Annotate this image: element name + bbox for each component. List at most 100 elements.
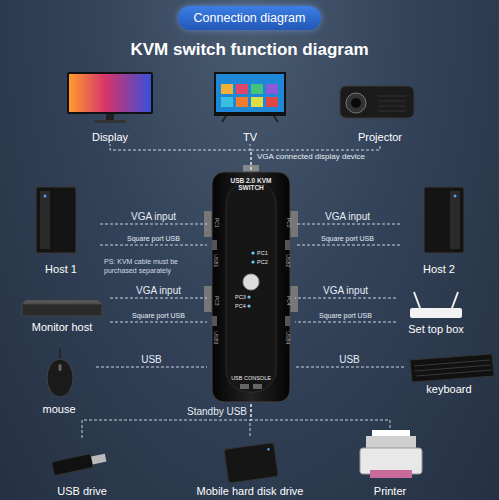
switch-text: PC1 (213, 218, 219, 228)
hdd-icon (224, 443, 278, 484)
dashed-connector (251, 404, 390, 428)
printer-device: Printer (345, 428, 435, 498)
switch-text: USB 2.0 KVM SWITCH (227, 177, 275, 191)
display-stand (106, 114, 114, 121)
edge-label: Square port USB (321, 235, 374, 243)
mouse-cable (59, 348, 61, 359)
power-led (44, 195, 47, 198)
set-top-box: Set top box (396, 288, 476, 336)
dashed-connector (251, 144, 380, 170)
mouse-body (47, 359, 73, 397)
host-device: Host 1 (22, 182, 100, 276)
edge-label: Standby USB (187, 406, 247, 418)
device-label: Host 1 (45, 262, 77, 276)
led (251, 260, 254, 263)
dashed-connector (295, 322, 396, 323)
edge-label: VGA connected display device (257, 152, 365, 161)
projector-lens (346, 93, 366, 113)
tv-tile (221, 97, 233, 107)
switch-text: USB2 (285, 254, 291, 267)
console-port (240, 384, 249, 389)
switch-text: USB1 (213, 254, 219, 267)
dashed-connector (100, 224, 207, 225)
host-device: Host 2 (400, 182, 478, 276)
device-label: USB drive (57, 484, 107, 498)
switch-text: PC3 (213, 296, 219, 306)
led (247, 295, 250, 298)
dashed-connector (82, 404, 251, 440)
device-label: Printer (374, 484, 406, 498)
header-pill: Connection diagram (178, 6, 321, 30)
box-top (22, 300, 102, 304)
usb-port (212, 316, 217, 326)
tower-case (36, 187, 76, 253)
dashed-connector (295, 245, 400, 246)
mouse-device: mouse (22, 346, 96, 416)
tower-front (450, 191, 460, 249)
tv-frame (214, 72, 286, 116)
edge-label: USB (141, 354, 162, 366)
device-label: Set top box (408, 322, 464, 336)
edge-label: VGA input (131, 211, 176, 223)
switch-text: USB3 (213, 331, 219, 344)
dashed-connector (110, 144, 251, 170)
usb-drive: USB drive (40, 440, 124, 498)
device-label: Mobile hard disk drive (197, 484, 304, 498)
edge-label: VGA input (136, 285, 181, 297)
pill-text: Connection diagram (194, 11, 306, 25)
tv-tile (236, 84, 248, 94)
dashed-connector (110, 322, 207, 323)
device-label: mouse (42, 402, 75, 416)
device-label: TV (243, 130, 257, 144)
hdd-body (224, 443, 278, 484)
tower-front (40, 191, 50, 249)
usb-port (285, 240, 290, 250)
display-device: Display (62, 68, 158, 144)
switch-body (212, 172, 290, 402)
tv-tile (266, 97, 278, 107)
antenna (414, 292, 458, 308)
switch-text: PC4 (235, 303, 246, 309)
kvm-switch: USB 2.0 KVM SWITCHPC1PC2PC3PC4USB CONSOL… (207, 170, 295, 404)
scroll-wheel (59, 364, 62, 371)
usb-port (212, 240, 217, 250)
note-text: PS: KVM cable must be purchased separate… (104, 257, 202, 275)
display-base (94, 120, 126, 123)
switch-text: USB CONSOLE (221, 375, 281, 381)
dashed-connector (295, 224, 400, 225)
switch-text: USB4 (285, 331, 291, 344)
device-label: Projector (358, 130, 402, 144)
box-front (22, 304, 102, 316)
switch-text: PC3 (235, 294, 246, 300)
device-label: Host 2 (423, 262, 455, 276)
edge-label: Square port USB (319, 312, 372, 320)
projector-lens-inner (351, 98, 361, 108)
keyboard-body (410, 354, 494, 382)
switch-text: PC2 (285, 218, 291, 228)
dashed-connector (295, 367, 404, 368)
edge-label: Square port USB (132, 312, 185, 320)
tv-tile (251, 97, 263, 107)
tv-tile (251, 84, 263, 94)
dashed-connector (295, 298, 396, 299)
switch-text: PC1 (257, 250, 268, 256)
keyboard-device: keyboard (404, 344, 494, 396)
display-frame (67, 72, 153, 114)
edge-label: Square port USB (127, 235, 180, 243)
dashed-connector (100, 245, 207, 246)
led (247, 304, 250, 307)
tv-legs (222, 116, 278, 122)
tv-screen (216, 74, 284, 112)
led (251, 251, 254, 254)
tv-tile (221, 84, 233, 94)
edge-label: USB (339, 354, 360, 366)
edge-label: VGA input (325, 211, 370, 223)
projector-vents (378, 96, 406, 111)
hard-disk-drive: Mobile hard disk drive (180, 436, 320, 498)
usb-plug (91, 454, 106, 465)
switch-text: PC4 (285, 296, 291, 306)
tv-tile (266, 84, 278, 94)
device-label: Display (92, 130, 128, 144)
